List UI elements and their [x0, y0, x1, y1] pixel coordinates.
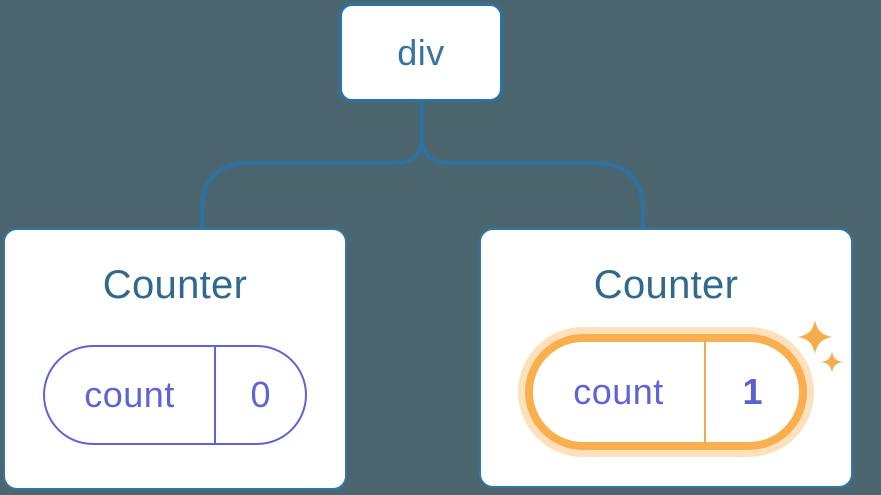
state-key-label: count	[84, 374, 175, 415]
state-value: 0	[250, 374, 271, 415]
counter-card-right: Counter count 1	[479, 228, 853, 488]
sparkle-icon	[798, 320, 843, 373]
pill-divider	[214, 347, 216, 443]
sparkle-small-icon	[821, 351, 843, 373]
state-pill-plain: count 0	[43, 345, 307, 445]
sparkle-large-icon	[798, 320, 832, 354]
root-node: div	[339, 3, 503, 102]
state-pill-highlighted: count 1	[525, 334, 807, 450]
counter-card-left: Counter count 0	[3, 228, 347, 490]
component-title: Counter	[102, 263, 248, 307]
connector-right-branch	[420, 103, 645, 229]
connector-left-branch	[200, 103, 424, 229]
root-node-label: div	[397, 31, 445, 73]
state-key-label: count	[573, 371, 664, 412]
pill-divider	[704, 342, 706, 442]
component-title: Counter	[593, 263, 739, 307]
state-value: 1	[742, 371, 763, 412]
